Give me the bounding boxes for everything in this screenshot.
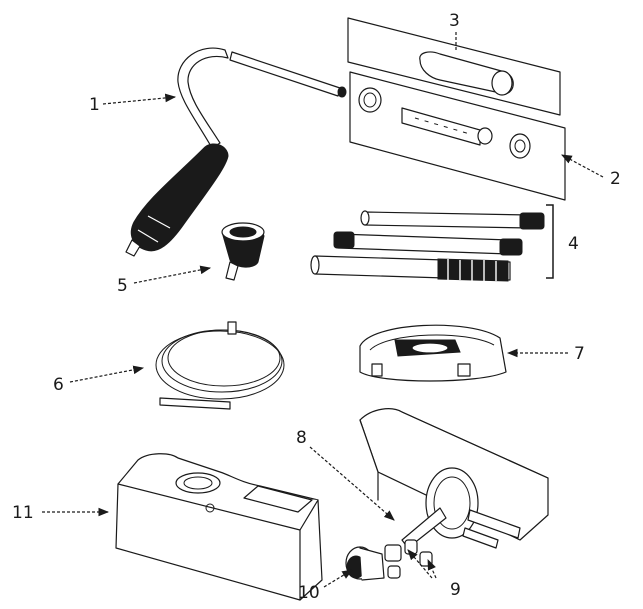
part-5-nozzle — [221, 222, 265, 281]
callout-9: 9 — [450, 580, 461, 600]
leader-6 — [69, 365, 145, 383]
callout-10: 10 — [298, 583, 320, 603]
leader-9b — [427, 559, 437, 579]
leader-2 — [561, 154, 604, 178]
callout-2: 2 — [610, 169, 621, 189]
callout-6: 6 — [53, 375, 64, 395]
leader-10 — [323, 569, 353, 588]
callout-4: 4 — [568, 234, 579, 254]
part-1-handle-wand — [125, 47, 347, 257]
callout-5: 5 — [117, 276, 128, 296]
leader-1 — [102, 93, 177, 105]
callout-1: 1 — [89, 95, 100, 115]
part-2-face-plate — [349, 71, 566, 201]
part-9-fittings — [384, 539, 433, 579]
leader-lines — [42, 32, 604, 588]
part-3-back-plate — [347, 17, 561, 116]
callout-7: 7 — [574, 344, 585, 364]
part-4-extension-tubes — [310, 204, 554, 282]
callout-3: 3 — [449, 11, 460, 31]
leader-8 — [309, 446, 395, 521]
leader-5 — [133, 265, 212, 284]
callout-8: 8 — [296, 428, 307, 448]
part-10-strainer — [345, 546, 385, 581]
callout-11: 11 — [12, 503, 34, 523]
leader-9a — [407, 549, 433, 579]
part-7-strap — [359, 324, 507, 382]
part-11-tank — [115, 453, 323, 601]
callout-labels: 1 2 3 4 5 6 7 8 9 10 11 — [12, 11, 621, 603]
part-6-hose — [155, 321, 285, 410]
part-8-pump-housing — [359, 408, 549, 549]
